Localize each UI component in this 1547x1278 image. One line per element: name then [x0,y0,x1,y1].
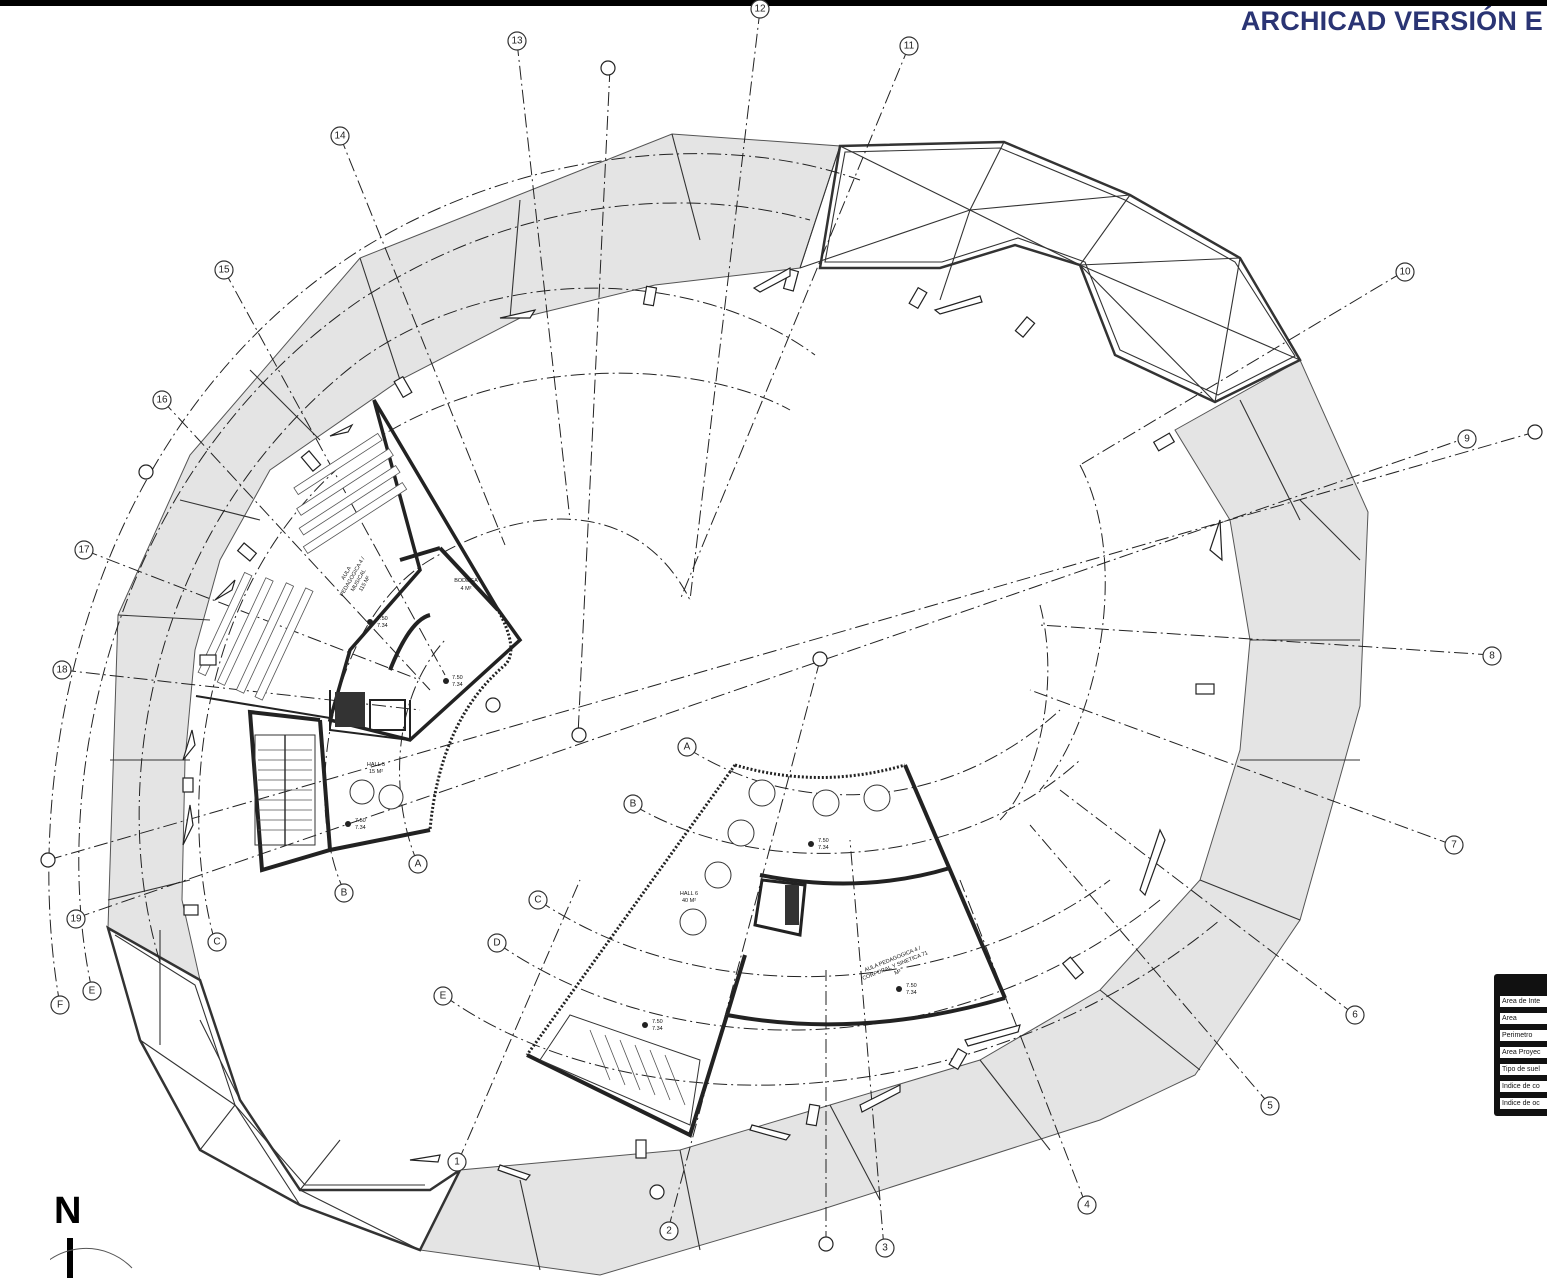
grid-label-3: 3 [882,1243,888,1254]
level-mark: 7.507.34 [443,675,463,688]
legend-row: Indice de co [1500,1081,1547,1092]
room-hall6-line1: HALL 6 [680,891,698,897]
right-building [525,763,1007,1138]
area-legend-table: Area de Inte Area Perimetro Area Proyec … [1494,974,1547,1116]
grid-label-2: 2 [666,1226,672,1237]
svg-text:7.34: 7.34 [818,845,829,851]
grid-label-4: 4 [1084,1200,1090,1211]
svg-text:7.34: 7.34 [652,1026,663,1032]
level-marks: 7.507.34 7.507.34 7.507.34 7.507.34 7.50… [345,616,917,1032]
level-mark: 7.507.34 [642,1019,663,1032]
grid-label-19: 19 [70,914,82,925]
tables-hall5 [349,779,404,810]
left-building [195,399,523,873]
top-border [0,0,1547,6]
legend-row: Area [1500,1013,1547,1024]
steel-truss-lower [105,925,464,1252]
level-mark: 7.507.34 [896,983,917,996]
seating-rows [197,432,408,701]
north-arrow: N [50,1190,140,1278]
grid-label-7: 7 [1451,840,1457,851]
grid-label-a-left: A [415,859,422,870]
grid-label-11: 11 [904,41,915,52]
svg-text:7.34: 7.34 [355,825,366,831]
grid-label-c-right: C [534,895,541,906]
svg-text:7.34: 7.34 [377,623,388,629]
grid-label-15: 15 [218,265,230,276]
svg-text:7.34: 7.34 [906,990,917,996]
grid-label-12: 12 [754,4,766,15]
legend-row: Area Proyec [1500,1047,1547,1058]
grid-label-e-right: E [440,991,447,1002]
svg-text:7.50: 7.50 [652,1019,663,1025]
grid-label-1: 1 [454,1157,460,1168]
grid-label-a-right: A [684,742,691,753]
grid-label-8: 8 [1489,651,1495,662]
grid-label-16: 16 [156,395,168,406]
legend-row: Area de Inte [1500,996,1547,1007]
steel-truss-upper [799,140,1302,404]
svg-text:7.50: 7.50 [377,616,388,622]
diagonal-braces [182,266,1223,1181]
legend-row: Tipo de suel [1500,1064,1547,1075]
axis-lines [47,9,1536,1249]
svg-text:7.50: 7.50 [818,838,829,844]
north-arrow-icon [50,1238,133,1278]
grid-label-18: 18 [56,665,68,676]
grid-label-b-right: B [630,799,637,810]
legend-row: Indice de oc [1500,1098,1547,1109]
grid-labels: 12 13 11 14 15 16 17 18 19 10 9 8 7 6 5 … [56,4,1495,1254]
svg-text:7.34: 7.34 [452,682,463,688]
level-mark: 7.507.34 [808,838,829,851]
room-hall5-line1: HALL 5 [367,762,385,768]
software-title: ARCHICAD VERSIÓN E [1240,6,1543,36]
room-bodega-line2: 4 M² [461,586,472,592]
grid-label-14: 14 [334,131,346,142]
room-hall6-line2: 40 M² [682,898,696,904]
svg-text:7.50: 7.50 [452,675,463,681]
grid-label-b-left: B [341,888,348,899]
grid-label-10: 10 [1399,267,1411,278]
grid-label-9: 9 [1464,434,1470,445]
grid-label-d-right: D [493,938,500,949]
grid-label-f-left: F [57,1000,63,1011]
grid-label-17: 17 [78,545,90,556]
stairs-left [254,734,316,846]
svg-text:7.50: 7.50 [906,983,917,989]
svg-text:7.50: 7.50 [355,818,366,824]
grid-label-6: 6 [1352,1010,1358,1021]
columns [182,268,1215,1159]
legend-row: Perimetro [1500,1030,1547,1041]
grid-label-c-left: C [213,937,220,948]
room-hall5-line2: 15 M² [369,769,383,775]
grid-label-5: 5 [1267,1101,1273,1112]
room-bodega-line1: BODEGA [454,578,478,584]
grid-label-13: 13 [511,36,523,47]
outer-ring-shading [107,133,1369,1276]
room-aula-corporal-line3: M² [894,969,902,977]
grid-label-e-left: E [89,986,96,997]
grid-label-circles [50,0,1502,1258]
tables-hall6 [679,779,891,936]
level-mark: 7.507.34 [345,818,366,831]
north-letter: N [54,1190,82,1232]
level-mark: 7.507.34 [367,616,388,629]
section-markers [40,60,1543,1252]
stairs-right [539,1014,701,1126]
